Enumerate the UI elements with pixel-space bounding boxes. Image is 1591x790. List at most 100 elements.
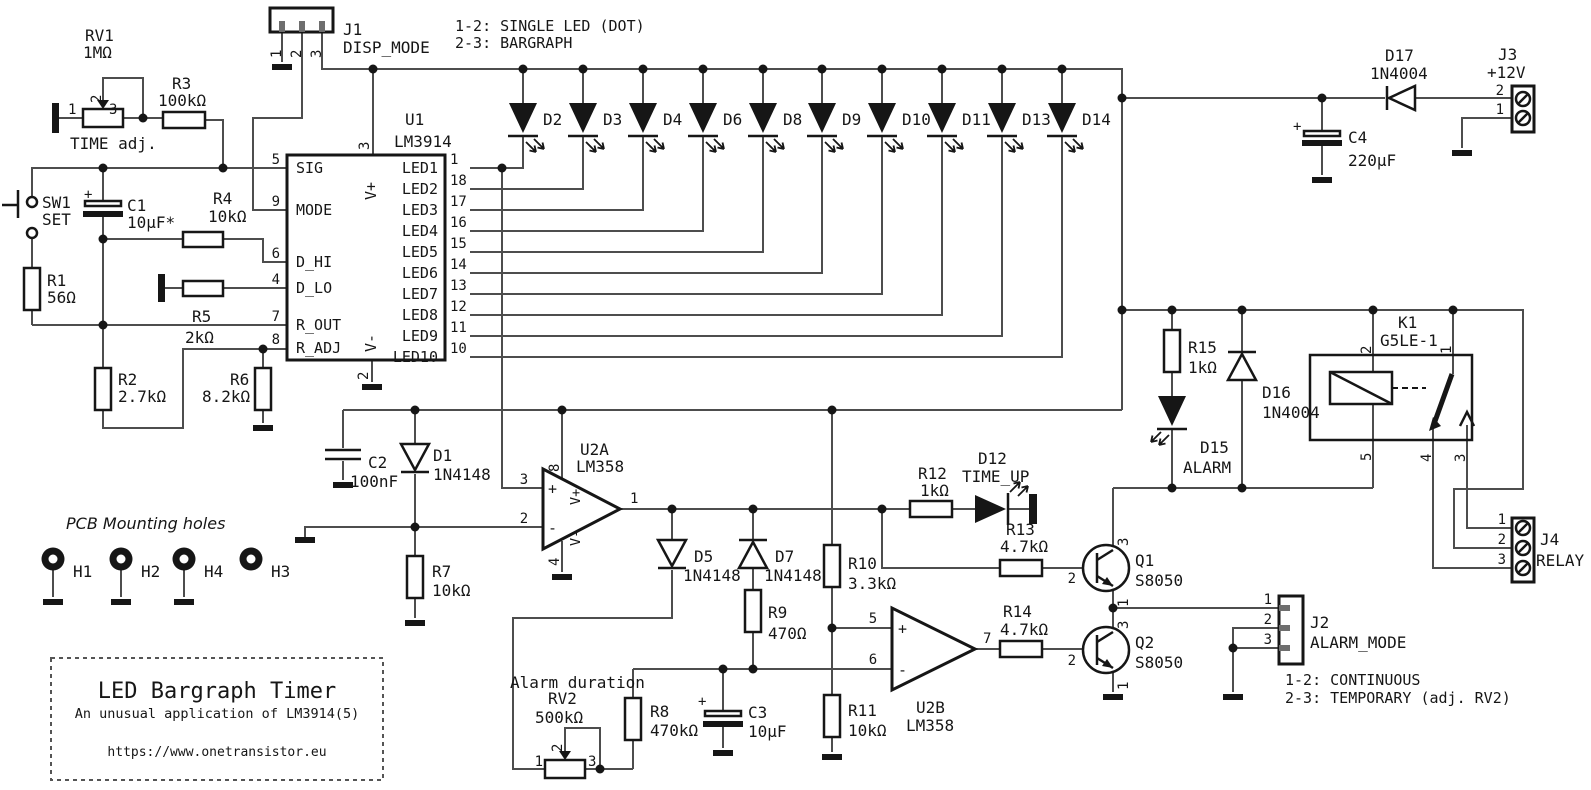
c2-ref: C2 <box>368 453 387 472</box>
k1-pin3: 3 <box>1453 454 1469 462</box>
led-d14-ref: D14 <box>1082 110 1111 129</box>
opamp-u2b: 5 6 7 + - U2B LM358 <box>869 605 991 735</box>
resistor-r3: R3 100kΩ <box>158 74 207 130</box>
r14-ref: R14 <box>1003 602 1032 621</box>
alarm-mode-note-1: 1-2: CONTINUOUS <box>1285 671 1420 689</box>
rv2-pin1: 1 <box>535 754 543 770</box>
rv2-caption: Alarm duration <box>510 673 645 692</box>
d5-ref: D5 <box>694 547 713 566</box>
led-d11-ref: D11 <box>962 110 991 129</box>
resistor-r4: R4 10kΩ <box>181 189 247 249</box>
c4-value: 220µF <box>1348 151 1396 170</box>
led-d10-ref: D10 <box>902 110 931 129</box>
u1-led6: LED6 <box>402 264 438 282</box>
hole-h2-label: H2 <box>141 562 160 581</box>
r9-ref: R9 <box>768 603 787 622</box>
r5-value: 2kΩ <box>185 328 214 347</box>
q2-pin3: 3 <box>1116 621 1132 629</box>
led-d15: D15 ALARM <box>1149 394 1231 477</box>
r8-ref: R8 <box>650 702 669 721</box>
u2a-pin1-num: 1 <box>630 491 638 507</box>
resistor-r12: R12 1kΩ <box>908 464 954 519</box>
k1-value: G5LE-1 <box>1380 331 1438 350</box>
u1-led3: LED3 <box>402 201 438 219</box>
resistor-r15: R15 1kΩ <box>1162 328 1217 377</box>
r9-value: 470Ω <box>768 624 807 643</box>
opamp-u2a: 3 2 1 + - 8 4 V+ V- U2A LM358 <box>520 440 639 566</box>
q2-value: S8050 <box>1135 653 1183 672</box>
rv1-pin1: 1 <box>68 102 76 118</box>
potentiometer-rv2: Alarm duration RV2 500kΩ 1 2 3 <box>510 673 645 780</box>
u1-mode: MODE <box>296 201 332 219</box>
led-row: D2 D3 D4 D6 D8 D9 D10 D11 D13 D14 <box>506 101 1111 154</box>
rv2-ref: RV2 <box>548 689 577 708</box>
led-d6-ref: D6 <box>723 110 742 129</box>
sw1-ref: SW1 <box>42 193 71 212</box>
led-d4-ref: D4 <box>663 110 682 129</box>
led-d4-symbol <box>626 101 666 154</box>
q1-pin3: 3 <box>1116 538 1132 546</box>
hole-h4-label: H4 <box>204 562 223 581</box>
u2a-pin3-num: 3 <box>520 472 528 488</box>
switch-sw1: SW1 SET <box>2 190 71 240</box>
u1-vcc-num: 3 <box>357 142 373 150</box>
resistor-r10: R10 3.3kΩ <box>822 543 897 593</box>
r11-value: 10kΩ <box>848 721 887 740</box>
q2-pin2: 2 <box>1068 653 1076 669</box>
led-d14-symbol <box>1045 101 1085 154</box>
mounting-holes: PCB Mounting holes H1 H2 H4 H3 <box>41 514 290 581</box>
u1-pin9-num: 9 <box>272 194 280 210</box>
j4-pin1: 1 <box>1498 512 1506 528</box>
d1-value: 1N4148 <box>433 465 491 484</box>
u1-led4-num: 16 <box>450 215 467 231</box>
mounting-caption: PCB Mounting holes <box>66 514 225 533</box>
rv1-pin3: 3 <box>109 102 117 118</box>
j1-pin3: 3 <box>309 50 325 58</box>
led-d9-symbol <box>805 101 845 154</box>
junction-dots <box>98 64 1458 774</box>
u1-led4: LED4 <box>402 222 438 240</box>
u1-pin4-num: 4 <box>272 272 280 288</box>
d16-ref: D16 <box>1262 383 1291 402</box>
relay-k1: K1 G5LE-1 2 1 5 4 3 <box>1308 313 1476 462</box>
url: https://www.onetransistor.eu <box>107 745 326 760</box>
diode-d16: D16 1N4004 <box>1225 350 1320 422</box>
u1-led8: LED8 <box>402 306 438 324</box>
k1-pin5: 5 <box>1359 453 1375 461</box>
r10-value: 3.3kΩ <box>848 574 897 593</box>
q2-pin1: 1 <box>1116 682 1132 690</box>
transistor-q1: 2 3 1 Q1 S8050 <box>1068 538 1184 607</box>
resistor-r9: R9 470Ω <box>743 588 807 643</box>
r2-value: 2.7kΩ <box>118 387 167 406</box>
u1-led6-num: 14 <box>450 257 467 273</box>
c4-plus: + <box>1293 119 1301 135</box>
u1-radj: R_ADJ <box>296 339 341 357</box>
led-d10-symbol <box>865 101 905 154</box>
led-d3-ref: D3 <box>603 110 622 129</box>
note-disp-mode: 1-2: SINGLE LED (DOT) 2-3: BARGRAPH <box>455 17 645 52</box>
hole-h3-label: H3 <box>271 562 290 581</box>
u1-led9: LED9 <box>402 327 438 345</box>
r13-value: 4.7kΩ <box>1000 537 1049 556</box>
led-d11-symbol <box>925 101 965 154</box>
hole-h1 <box>41 547 65 571</box>
c1-value: 10µF* <box>127 213 175 232</box>
r3-ref: R3 <box>172 74 191 93</box>
r15-ref: R15 <box>1188 338 1217 357</box>
j1-ref: J1 <box>343 20 362 39</box>
j3-ref: J3 <box>1498 45 1517 64</box>
resistor-r2: R2 2.7kΩ <box>93 366 167 412</box>
capacitor-c1: + C1 10µF* <box>83 187 175 232</box>
d15-value: ALARM <box>1183 458 1231 477</box>
resistor-r5: R5 2kΩ <box>181 279 225 347</box>
rv2-value: 500kΩ <box>535 708 584 727</box>
k1-pin1: 1 <box>1439 346 1455 354</box>
u1-pin7-num: 7 <box>272 309 280 325</box>
r3-value: 100kΩ <box>158 91 207 110</box>
u1-led3-num: 17 <box>450 194 467 210</box>
d7-ref: D7 <box>775 547 794 566</box>
u2a-plus-sign: + <box>548 480 557 498</box>
hole-h4 <box>172 547 196 571</box>
capacitor-c4: + C4 220µF <box>1293 119 1396 170</box>
c3-ref: C3 <box>748 703 767 722</box>
